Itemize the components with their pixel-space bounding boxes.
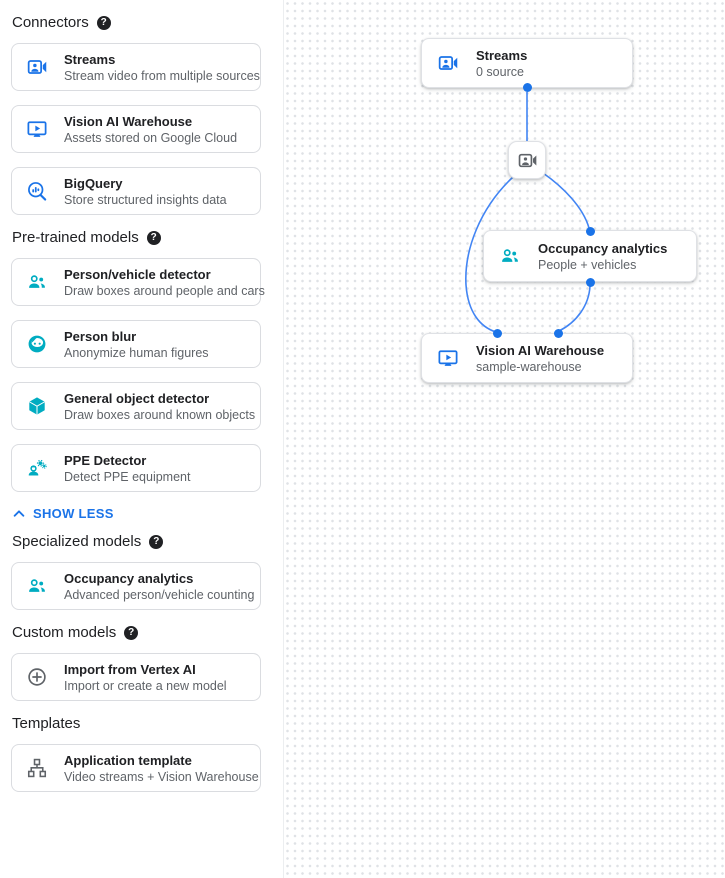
people-icon bbox=[25, 270, 49, 294]
card-title: Person blur bbox=[64, 328, 137, 344]
chevron-up-icon bbox=[12, 507, 26, 521]
node-title: Occupancy analytics bbox=[538, 240, 668, 256]
custom-card-import-vertex[interactable]: Import from Vertex AI Import or create a… bbox=[11, 653, 261, 701]
port-occupancy-input[interactable] bbox=[585, 226, 595, 236]
node-title: Vision AI Warehouse bbox=[476, 342, 605, 358]
graph-canvas[interactable]: Streams 0 source Occupancy analytics Peo… bbox=[284, 0, 725, 878]
node-streams[interactable]: Streams 0 source bbox=[421, 38, 633, 88]
graph-edges bbox=[465, 92, 591, 333]
section-header-templates: Templates bbox=[12, 715, 262, 732]
card-title: PPE Detector bbox=[64, 452, 147, 468]
model-card-person-vehicle[interactable]: Person/vehicle detector Draw boxes aroun… bbox=[11, 258, 265, 306]
card-title: Vision AI Warehouse bbox=[64, 113, 193, 129]
card-subtitle: Anonymize human figures bbox=[64, 345, 209, 360]
people-icon bbox=[498, 244, 522, 268]
section-header-pretrained: Pre-trained models ? bbox=[12, 229, 262, 246]
model-card-object-detector[interactable]: General object detector Draw boxes aroun… bbox=[11, 382, 261, 430]
face-icon bbox=[25, 332, 49, 356]
show-less-button[interactable]: SHOW LESS bbox=[12, 506, 114, 521]
video-camera-icon bbox=[436, 51, 460, 75]
monitor-play-icon bbox=[436, 346, 460, 370]
card-subtitle: Draw boxes around known objects bbox=[64, 407, 256, 422]
section-header-specialized: Specialized models ? bbox=[12, 533, 262, 550]
card-subtitle: Advanced person/vehicle counting bbox=[64, 587, 255, 602]
model-card-occupancy[interactable]: Occupancy analytics Advanced person/vehi… bbox=[11, 562, 261, 610]
edge-occupancy-warehouse bbox=[558, 285, 591, 332]
show-less-label: SHOW LESS bbox=[33, 506, 114, 521]
connector-card-streams[interactable]: Streams Stream video from multiple sourc… bbox=[11, 43, 261, 91]
node-camera-processor[interactable] bbox=[508, 141, 546, 179]
card-subtitle: Stream video from multiple sources bbox=[64, 68, 260, 83]
help-icon[interactable]: ? bbox=[149, 534, 164, 549]
port-warehouse-input-left[interactable] bbox=[492, 328, 502, 338]
help-icon[interactable]: ? bbox=[96, 15, 111, 30]
card-title: Import from Vertex AI bbox=[64, 661, 196, 677]
add-circle-icon bbox=[25, 665, 49, 689]
section-title-text: Connectors bbox=[12, 14, 89, 31]
help-icon[interactable]: ? bbox=[146, 230, 161, 245]
port-streams-output[interactable] bbox=[522, 83, 532, 92]
connector-card-bigquery[interactable]: BigQuery Store structured insights data bbox=[11, 167, 261, 215]
tree-icon bbox=[25, 756, 49, 780]
node-subtitle: People + vehicles bbox=[538, 257, 637, 272]
bigquery-icon bbox=[25, 179, 49, 203]
edge-camera-occupancy bbox=[542, 172, 590, 229]
section-header-custom: Custom models ? bbox=[12, 624, 262, 641]
section-title-text: Templates bbox=[12, 715, 81, 732]
section-title-text: Custom models bbox=[12, 624, 117, 641]
card-title: General object detector bbox=[64, 390, 210, 406]
model-palette-sidebar: Connectors ? Streams Stream video from m… bbox=[0, 0, 284, 878]
card-title: BigQuery bbox=[64, 175, 123, 191]
node-vision-ai-warehouse[interactable]: Vision AI Warehouse sample-warehouse bbox=[421, 333, 633, 383]
section-title-text: Specialized models bbox=[12, 533, 142, 550]
video-camera-icon bbox=[517, 150, 538, 171]
card-title: Application template bbox=[64, 752, 192, 768]
help-icon[interactable]: ? bbox=[124, 625, 139, 640]
card-subtitle: Assets stored on Google Cloud bbox=[64, 130, 238, 145]
card-subtitle: Store structured insights data bbox=[64, 192, 227, 207]
card-subtitle: Draw boxes around people and cars bbox=[64, 283, 265, 298]
connector-card-warehouse[interactable]: Vision AI Warehouse Assets stored on Goo… bbox=[11, 105, 261, 153]
cube-icon bbox=[25, 394, 49, 418]
monitor-play-icon bbox=[25, 117, 49, 141]
node-subtitle: 0 source bbox=[476, 64, 524, 79]
port-warehouse-input-right[interactable] bbox=[553, 328, 563, 338]
node-title: Streams bbox=[476, 47, 528, 63]
card-title: Occupancy analytics bbox=[64, 570, 194, 586]
card-title: Person/vehicle detector bbox=[64, 266, 211, 282]
model-card-ppe-detector[interactable]: PPE Detector Detect PPE equipment bbox=[11, 444, 261, 492]
template-card-application[interactable]: Application template Video streams + Vis… bbox=[11, 744, 261, 792]
node-subtitle: sample-warehouse bbox=[476, 359, 582, 374]
model-card-person-blur[interactable]: Person blur Anonymize human figures bbox=[11, 320, 261, 368]
engineering-icon bbox=[25, 456, 49, 480]
card-title: Streams bbox=[64, 51, 116, 67]
card-subtitle: Import or create a new model bbox=[64, 678, 227, 693]
video-camera-icon bbox=[25, 55, 49, 79]
section-header-connectors: Connectors ? bbox=[12, 14, 262, 31]
node-occupancy-analytics[interactable]: Occupancy analytics People + vehicles bbox=[483, 230, 697, 282]
section-title-text: Pre-trained models bbox=[12, 229, 139, 246]
port-occupancy-output[interactable] bbox=[585, 277, 595, 287]
people-icon bbox=[25, 574, 49, 598]
card-subtitle: Detect PPE equipment bbox=[64, 469, 191, 484]
card-subtitle: Video streams + Vision Warehouse bbox=[64, 769, 259, 784]
